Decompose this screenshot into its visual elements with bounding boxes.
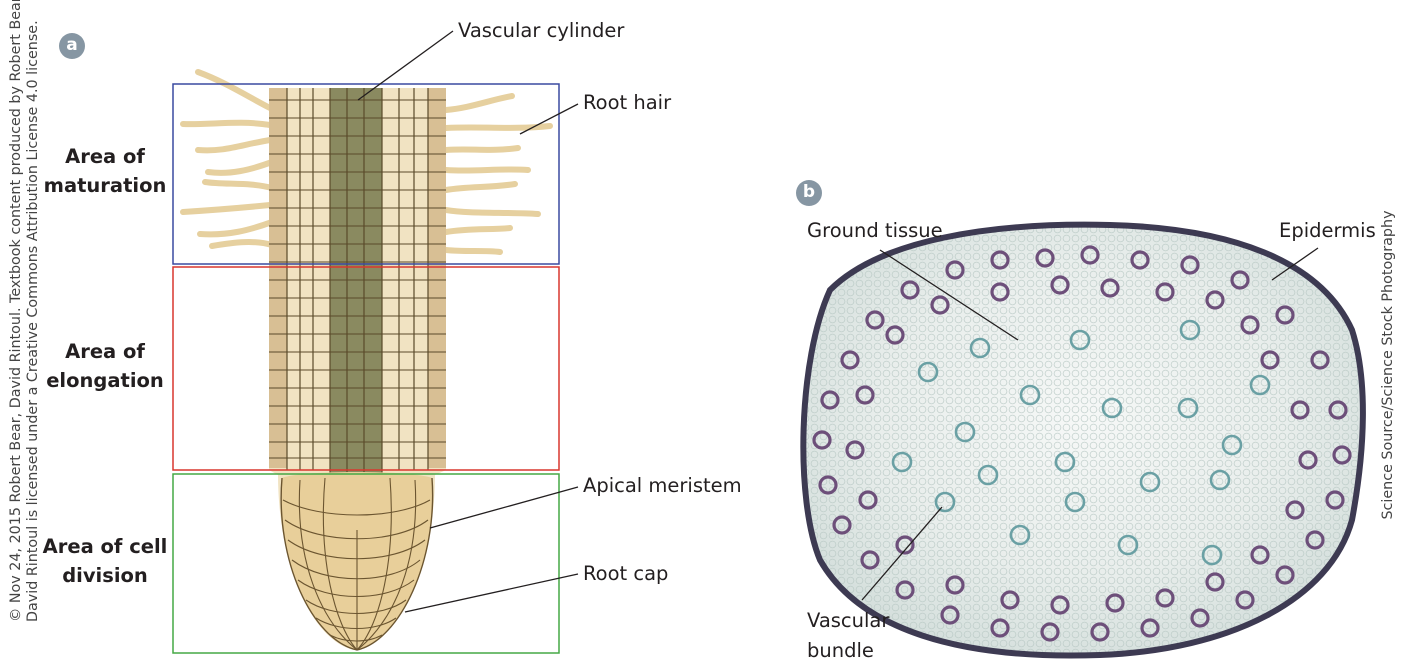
callout-root-hair: Root hair — [583, 91, 671, 114]
zone-label-elongation: Area of elongation — [40, 337, 170, 395]
zone-label-elongation-line2: elongation — [40, 366, 170, 395]
zone-label-division-line2: division — [40, 561, 170, 590]
photo-credit-text: Science Source/Science Stock Photography — [1380, 205, 1396, 525]
callout-vascular-bundle-line2: bundle — [807, 636, 889, 666]
callout-vascular-bundle-line1: Vascular — [807, 606, 889, 636]
callout-vascular-cylinder: Vascular cylinder — [458, 19, 624, 42]
callout-ground-tissue: Ground tissue — [807, 219, 943, 242]
callout-apical-meristem: Apical meristem — [583, 474, 742, 497]
zone-label-division-line1: Area of cell — [40, 532, 170, 561]
zone-label-elongation-line1: Area of — [40, 337, 170, 366]
zone-label-maturation: Area of maturation — [40, 142, 170, 200]
panel-b-badge: b — [796, 180, 822, 206]
panel-a-badge: a — [59, 33, 85, 59]
callout-epidermis: Epidermis — [1279, 219, 1376, 242]
stem-cross-section — [795, 220, 1370, 665]
zone-label-division: Area of cell division — [40, 532, 170, 590]
root-cap — [270, 470, 445, 660]
zone-label-maturation-line2: maturation — [40, 171, 170, 200]
zone-label-maturation-line1: Area of — [40, 142, 170, 171]
photo-credit: Science Source/Science Stock Photography — [1372, 0, 1404, 671]
callout-vascular-bundle: Vascular bundle — [807, 606, 889, 666]
callout-root-cap: Root cap — [583, 562, 668, 585]
